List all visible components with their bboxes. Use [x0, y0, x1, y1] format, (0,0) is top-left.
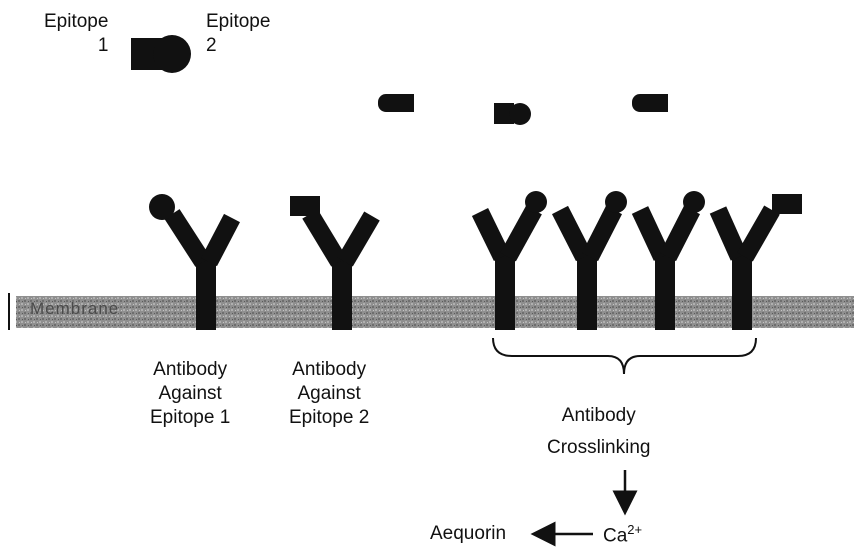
bound-epitope-1 — [149, 194, 175, 220]
antibody-epitope-1-label: Antibody Against Epitope 1 — [150, 358, 230, 430]
aequorin-label: Aequorin — [430, 522, 506, 546]
bound-epitope-2 — [290, 196, 320, 216]
membrane-bar — [16, 296, 854, 328]
free-epitope-combined — [494, 103, 531, 125]
free-epitope-2 — [632, 94, 668, 112]
epitope-2-label: Epitope 2 — [206, 10, 270, 58]
epitope-1-label: Epitope 1 — [44, 10, 108, 58]
crosslinking-brace — [493, 338, 756, 374]
antibody-epitope-2-label: Antibody Against Epitope 2 — [289, 358, 369, 430]
free-epitope-1 — [378, 94, 414, 112]
antibody-crosslinking-label: Antibody Crosslinking — [547, 400, 650, 464]
calcium-charge: 2+ — [627, 522, 642, 537]
membrane-label: Membrane — [30, 299, 119, 319]
calcium-label: Ca2+ — [603, 518, 642, 548]
epitope-molecule-legend — [131, 35, 191, 73]
